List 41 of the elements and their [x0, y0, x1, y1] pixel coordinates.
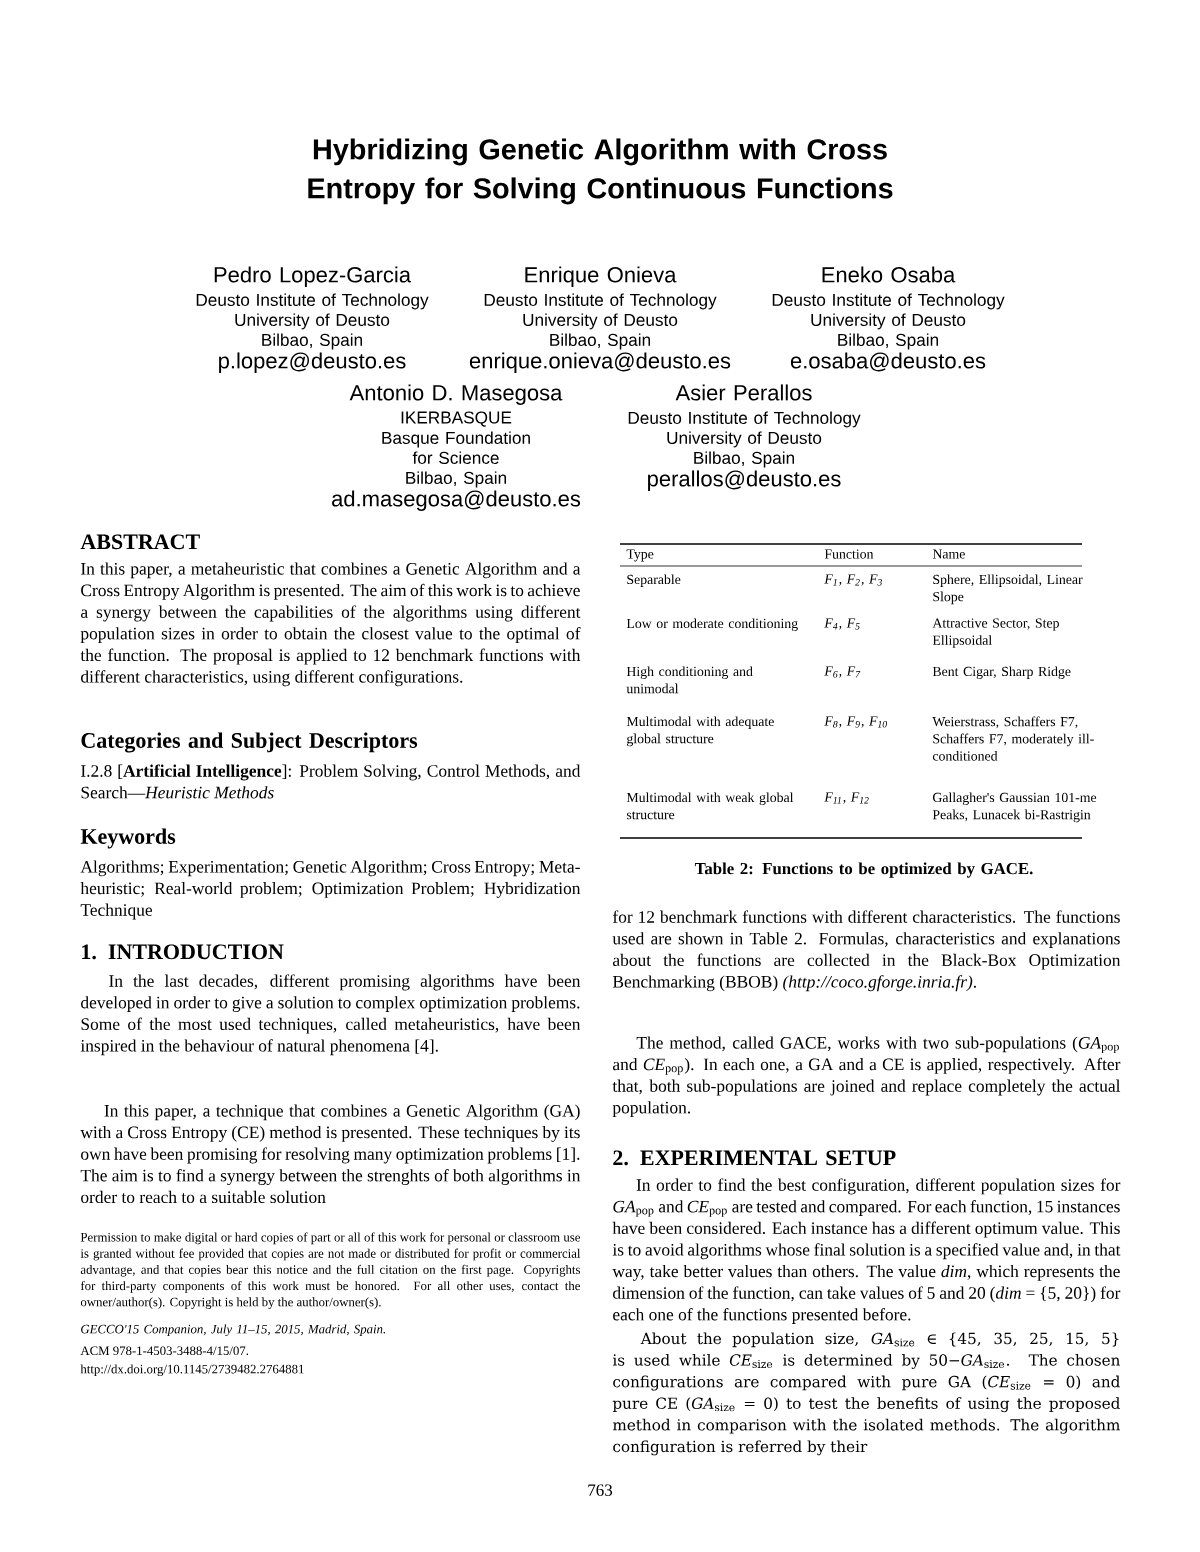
affiliation-text: Bilbao, Spain [262, 333, 362, 350]
affiliation-text: Deusto Institute of Technology [484, 293, 717, 310]
author-name: Eneko Osaba [822, 266, 956, 283]
affiliation-text: Deusto Institute of Technology [628, 411, 861, 428]
paragraph: The method, called GACE, works with two sub-populations (GA$_{pop}$ and CE$_{pop}$). In each one, a GA and a CE is applied, respectively. After that, both sub-populations are joined and replace completely the actual population. [612, 1036, 1121, 1117]
author-name: Asier Perallos [675, 384, 812, 401]
affiliation-text: University of Deusto [523, 313, 678, 330]
affiliation-text: University of Deusto [667, 431, 822, 448]
paragraph: In this paper, a metaheuristic that combines a Genetic Algorithm and a Cross Entropy Algorithm is presented. The aim of this work is to achieve a synergy between the capabilities of the algorithms using different population sizes in order to obtain the closest value to the optimal of the function. The proposal is applied to 12 benchmark functions with different characteristics, using different configurations. [80, 562, 581, 687]
section-heading: 2. EXPERIMENTAL SETUP [613, 1150, 896, 1166]
table-caption: Table 2: Functions to be optimized by GACE. [694, 862, 1033, 878]
paragraph: In order to find the best configuration, different population sizes for GA$_{pop}$ and CE$_{pop}$ are tested and compared. For each function, 15 instances have been considered. Each instance has a different optimum value. This is to avoid algorithms whose final solution is a specified value and, in that way, take better values than others. The value dim, which represents the dimension of the function, can take values of 5 and 20 (dim = {5, 20}) for each one of the functions presented before. [612, 1178, 1121, 1324]
paragraph: I.2.8 [Artificial Intelligence]: Problem Solving, Control Methods, and Search—Heuristic Methods [81, 764, 581, 799]
section-heading: ABSTRACT [80, 534, 200, 550]
affiliation-text: Bilbao, Spain [406, 471, 506, 488]
affiliation-text: University of Deusto [235, 313, 390, 330]
affiliation-text: University of Deusto [811, 313, 966, 330]
affiliation-text: Deusto Institute of Technology [772, 293, 1005, 310]
email-address: perallos@deusto.es [648, 470, 841, 491]
email-address: ad.masegosa@deusto.es [332, 490, 581, 511]
affiliation-text: IKERBASQUE [401, 411, 512, 427]
paragraph: Algorithms; Experimentation; Genetic Algorithm; Cross Entropy; Meta-heuristic; Real-world problem; Optimization Problem; Hybridization Technique [80, 860, 581, 920]
author-name: Pedro Lopez-Garcia [214, 266, 411, 287]
affiliation-text: Bilbao, Spain [694, 451, 794, 468]
paper-title: Hybridizing Genetic Algorithm with Cross Entropy for Solving Continuous Functions [308, 138, 893, 205]
affiliation-text: Bilbao, Spain [838, 333, 938, 350]
affiliation-text: Deusto Institute of Technology [196, 293, 429, 310]
email-address: enrique.onieva@deusto.es [469, 352, 731, 373]
email-address: p.lopez@deusto.es [219, 352, 406, 373]
section-heading: Categories and Subject Descriptors [81, 732, 418, 753]
affiliation-text: Basque Foundation for Science [382, 431, 530, 465]
page-number: 763 [588, 1484, 613, 1496]
author-name: Antonio D. Masegosa [349, 384, 563, 405]
section-heading: Keywords [80, 828, 176, 849]
author-name: Enrique Onieva [525, 266, 677, 287]
paragraph: for 12 benchmark functions with different characteristics. The functions used are shown in Table 2. Formulas, characteristics and explanations about the functions are collected in the Black-Box Optimization Benchmarking (BBOB) (http://coco.gforge.inria.fr). [612, 910, 1121, 992]
paragraph: In this paper, a technique that combines a Genetic Algorithm (GA) with a Cross Entropy (CE) method is presented. These techniques by its own have been promising for resolving many optimization problems [1]. The aim is to find a synergy between the strenghts of both algorithms in order to reach to a suitable solution [80, 1104, 581, 1204]
affiliation-text: Bilbao, Spain [550, 333, 650, 350]
paragraph: In the last decades, different promising algorithms have been developed in order to give a solution to complex optimization problems. Some of the most used techniques, called metaheuristics, have been inspired in the behaviour of natural phenomena [4]. [80, 974, 581, 1056]
section-heading: 1. INTRODUCTION [82, 944, 284, 960]
email-address: e.osaba@deusto.es [790, 352, 986, 372]
